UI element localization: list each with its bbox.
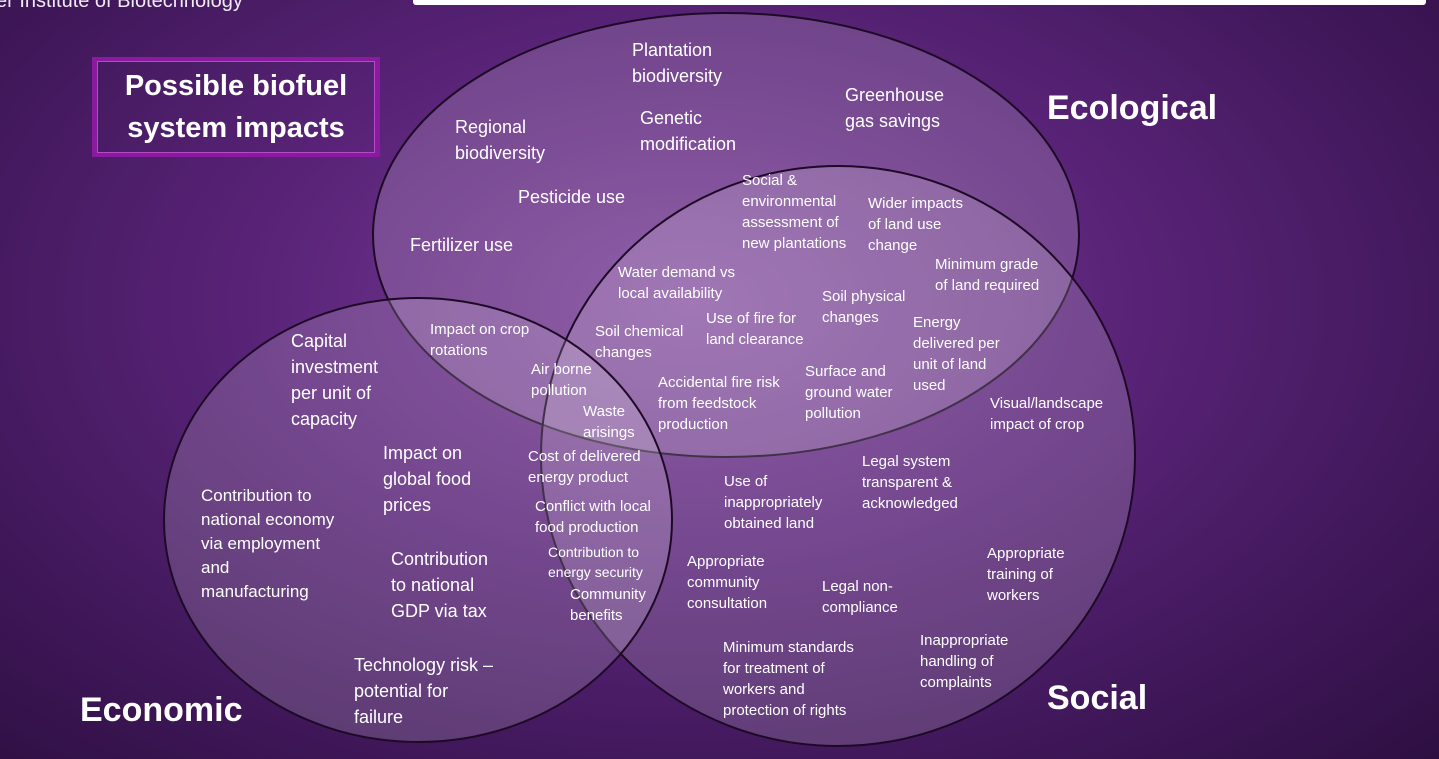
genetic-modification: Genetic modification <box>640 108 737 154</box>
social-circle <box>540 165 1136 747</box>
greenhouse-gas-savings: Greenhouse gas savings <box>845 85 945 131</box>
cost-delivered-energy: Cost of delivered energy product <box>528 448 641 486</box>
contribution-national-economy: Contribution to national economy via emp… <box>201 486 335 601</box>
pesticide-use: Pesticide use <box>518 187 626 207</box>
visual-landscape-impact: Visual/landscape impact of crop <box>990 395 1104 433</box>
surface-ground-water: Surface and ground water pollution <box>805 363 893 422</box>
contribution-national-gdp: Contribution to national GDP via tax <box>391 549 489 621</box>
ecological-label: Ecological <box>1047 89 1218 127</box>
ecological-circle <box>372 12 1080 458</box>
energy-delivered-per-unit: Energy delivered per unit of land used <box>913 314 1000 394</box>
conflict-local-food: Conflict with local food production <box>535 498 651 536</box>
soil-physical-changes: Soil physical changes <box>822 288 906 326</box>
title-line-2: system impacts <box>127 112 345 144</box>
community-benefits: Community benefits <box>570 586 646 624</box>
economic-label: Economic <box>80 691 243 729</box>
fertilizer-use: Fertilizer use <box>410 235 514 255</box>
inappropriate-handling-complaints: Inappropriate handling of complaints <box>920 632 1009 691</box>
air-borne-pollution: Air borne pollution <box>531 361 592 399</box>
wider-impacts-land-use: Wider impacts of land use change <box>868 195 964 254</box>
legal-non-compliance: Legal non- compliance <box>822 578 898 616</box>
technology-risk: Technology risk – potential for failure <box>354 655 494 727</box>
minimum-standards-workers: Minimum standards for treatment of worke… <box>723 639 854 719</box>
minimum-grade-land: Minimum grade of land required <box>935 256 1040 294</box>
legal-system-transparent: Legal system transparent & acknowledged <box>862 453 958 512</box>
inappropriately-obtained-land: Use of inappropriately obtained land <box>724 473 823 532</box>
water-demand: Water demand vs local availability <box>618 264 735 302</box>
contribution-energy-security: Contribution to energy security <box>548 544 643 580</box>
social-label: Social <box>1047 679 1148 717</box>
appropriate-training-workers: Appropriate training of workers <box>987 545 1065 604</box>
regional-biodiversity: Regional biodiversity <box>455 117 546 163</box>
appropriate-community-consultation: Appropriate community consultation <box>687 553 768 612</box>
title-line-1: Possible biofuel <box>124 70 348 102</box>
impact-global-food-prices: Impact on global food prices <box>383 443 472 515</box>
header-institute-text: er Institute of Biotechnology <box>0 0 243 12</box>
economic-circle <box>163 297 673 743</box>
title-box: Possible biofuel system impacts <box>92 57 380 157</box>
soil-chemical-changes: Soil chemical changes <box>595 323 684 361</box>
impact-crop-rotations: Impact on crop rotations <box>430 321 530 359</box>
top-bar <box>413 0 1426 5</box>
use-of-fire: Use of fire for land clearance <box>706 310 804 348</box>
waste-arisings: Waste arisings <box>583 403 635 441</box>
social-environmental-assessment: Social & environmental assessment of new… <box>742 172 847 252</box>
plantation-biodiversity: Plantation biodiversity <box>632 40 723 86</box>
capital-investment: Capital investment per unit of capacity <box>291 331 379 429</box>
accidental-fire-risk: Accidental fire risk from feedstock prod… <box>658 374 780 433</box>
